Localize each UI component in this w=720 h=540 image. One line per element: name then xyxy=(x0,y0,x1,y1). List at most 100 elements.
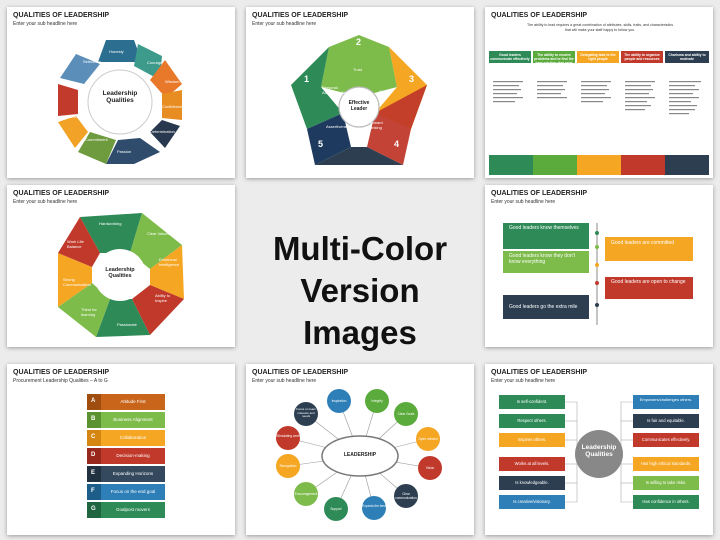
right-item-5: Is willing to take risks. xyxy=(645,480,687,485)
center-circle xyxy=(94,249,146,301)
bubble-recognition: Recognition xyxy=(279,464,297,468)
left-item-3: Inspires others. xyxy=(517,437,547,442)
segment-5 xyxy=(307,113,351,165)
label-clear-values: Clear Values xyxy=(147,231,170,236)
letter-b: B xyxy=(91,416,96,422)
slide-thumbnail-7[interactable]: QUALITIES OF LEADERSHIP Enter your sub h… xyxy=(246,364,474,535)
segment-2 xyxy=(321,35,397,97)
blade-hardworking xyxy=(80,213,142,253)
segment-5-base xyxy=(315,147,403,165)
center-label: Leadership Qualities xyxy=(105,267,135,279)
bubble-clear-communication: Clear communication xyxy=(395,492,417,500)
slide-subtitle: Procurement Leadership Qualities – A to … xyxy=(13,378,108,384)
bubble-open-minded: Open minded xyxy=(418,437,438,441)
label-forward-thinking: Forward thinking xyxy=(368,120,383,130)
slide-thumbnail-4[interactable]: QUALITIES OF LEADERSHIP Enter your sub h… xyxy=(7,185,235,347)
slide-subtitle: Enter your sub headline here xyxy=(13,199,78,205)
slide-thumbnail-3[interactable]: QUALITIES OF LEADERSHIP The ability to l… xyxy=(485,7,713,178)
blade-clear-values xyxy=(130,213,182,269)
label-passion: Passion xyxy=(117,149,132,154)
label-integrity: Integrity xyxy=(67,81,82,86)
timeline-diagram xyxy=(503,223,693,325)
bubble-encouragement: Encouragement xyxy=(294,492,318,496)
letter-c: C xyxy=(91,434,96,440)
number-2: 2 xyxy=(356,37,362,47)
slide-thumbnail-2[interactable]: QUALITIES OF LEADERSHIP Enter your sub h… xyxy=(246,7,474,178)
blade-emotional-intelligence xyxy=(150,245,184,299)
number-4: 4 xyxy=(394,139,400,149)
label-strong-communication: Strong Communication xyxy=(63,277,91,287)
column-3-title: Delegating task to the right people xyxy=(580,53,616,61)
number-1: 1 xyxy=(304,74,310,84)
left-item-1: Is self-confident. xyxy=(516,399,548,404)
slide-thumbnail-1[interactable]: QUALITIES OF LEADERSHIP Enter your sub h… xyxy=(7,7,235,178)
right-item-3: Communicates effectively. xyxy=(641,437,691,442)
slide-title: QUALITIES OF LEADERSHIP xyxy=(13,12,110,19)
label-personal-accountability: Personal Accountability xyxy=(322,85,347,95)
slide-thumbnail-6[interactable]: QUALITIES OF LEADERSHIP Procurement Lead… xyxy=(7,364,235,535)
petal-wisdom xyxy=(150,60,182,98)
column-4-title: The ability to organize people and resou… xyxy=(624,53,660,61)
column-1 xyxy=(489,51,531,163)
petal-confidence xyxy=(162,90,182,120)
label-passionate: Passionate xyxy=(117,322,137,327)
slide-title: QUALITIES OF LEADERSHIP xyxy=(491,12,588,19)
step-d-label: Decision-making xyxy=(116,453,150,458)
step-c-label: Collaboration xyxy=(119,435,147,440)
step-g-label: Goalpost movers xyxy=(115,507,150,512)
right-item-1: Empowers/challenges others. xyxy=(639,397,693,402)
slide-title: QUALITIES OF LEADERSHIP xyxy=(252,12,349,19)
ring-diagram xyxy=(58,40,182,164)
bubble-stimulating-work: Stimulating work xyxy=(276,434,300,438)
label-emotional-intelligence: Emotional Intelligence xyxy=(159,257,180,267)
slide-subtitle: Enter your sub headline here xyxy=(13,21,78,27)
blade-ability-to-inspire xyxy=(132,285,184,335)
timeline-item-4: Good leaders are open to change xyxy=(611,279,686,285)
timeline-item-1: Good leaders know themselves xyxy=(509,225,579,231)
label-confidence: Confidence xyxy=(162,104,183,109)
center-circle xyxy=(87,69,153,135)
label-thirst-for-learning: Thirst for learning xyxy=(81,307,97,317)
slide-subtitle: Enter your sub headline here xyxy=(491,378,556,384)
label-commitment: Commitment xyxy=(85,137,108,142)
petal-honesty xyxy=(98,40,142,62)
letter-g: G xyxy=(91,506,96,512)
center-label: Leadership Qualities xyxy=(581,444,617,458)
label-determination: Determination xyxy=(150,129,175,134)
center-heading: Multi-Color Version Images xyxy=(244,228,476,354)
slide-thumbnail-5[interactable]: QUALITIES OF LEADERSHIP Enter your sub h… xyxy=(485,185,713,347)
center-circle xyxy=(338,86,380,128)
slide-title: QUALITIES OF LEADERSHIP xyxy=(252,369,349,376)
two-column-diagram xyxy=(499,395,699,509)
label-ability-to-inspire: Ability to Inspire xyxy=(155,293,171,303)
label-hardworking: Hardworking xyxy=(99,221,122,226)
slide-title: QUALITIES OF LEADERSHIP xyxy=(491,190,588,197)
right-item-2: Is fair and equitable. xyxy=(647,418,685,423)
blade-thirst-for-learning xyxy=(58,283,110,337)
label-selectivity: Selectivity xyxy=(83,59,102,64)
petal-courage xyxy=(134,44,162,80)
label-wisdom: Wisdom xyxy=(165,79,180,84)
radial-diagram xyxy=(276,389,442,521)
bubble-inspiration: Inspiration xyxy=(331,399,347,403)
step-a-label: Attitude First xyxy=(120,399,146,404)
shutter-diagram xyxy=(58,213,184,337)
label-trust: Trust xyxy=(353,67,362,72)
label-honesty: Honesty xyxy=(109,49,124,54)
petal-passion xyxy=(106,138,160,164)
right-item-6: Has confidence in others. xyxy=(642,499,690,504)
timeline-item-5: Good leaders go the extra mile xyxy=(509,304,578,310)
center-circle xyxy=(575,430,623,478)
right-item-4: Has high ethical standards. xyxy=(640,461,692,466)
label-assertiveness: Assertiveness xyxy=(326,124,351,129)
petal-positivity xyxy=(58,116,88,148)
slide-title: QUALITIES OF LEADERSHIP xyxy=(13,190,110,197)
letter-a: A xyxy=(91,398,96,404)
petal-commitment xyxy=(78,132,116,164)
column-1-title: Good leaders communicate effectively xyxy=(490,53,530,61)
slide-subtitle: Enter your sub headline here xyxy=(491,199,556,205)
slide-thumbnail-8[interactable]: QUALITIES OF LEADERSHIP Enter your sub h… xyxy=(485,364,713,535)
label-courage: Courage xyxy=(147,60,163,65)
left-item-5: Is knowledgeable. xyxy=(515,480,549,485)
pentagon-diagram xyxy=(291,35,427,165)
